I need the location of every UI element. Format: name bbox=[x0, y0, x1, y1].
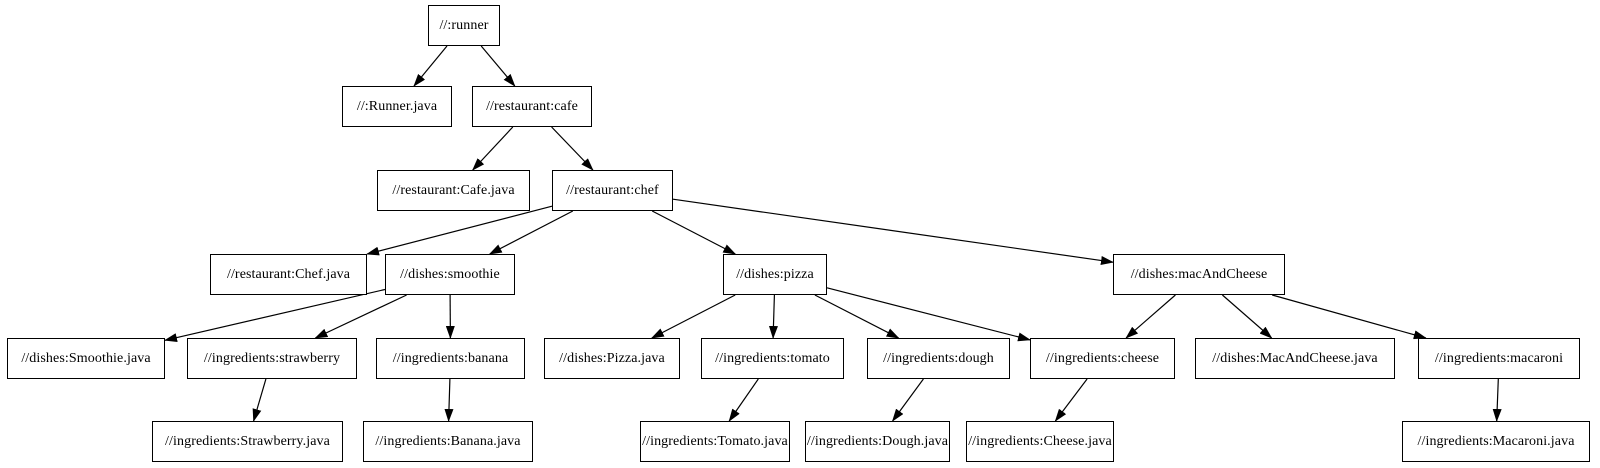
edge-tomato-to-tomato_java bbox=[728, 378, 759, 422]
edge-runner-to-cafe bbox=[480, 45, 516, 87]
graph-node-tomato: //ingredients:tomato bbox=[701, 338, 844, 379]
edge-pizza-to-pizza_java bbox=[650, 294, 736, 339]
edge-cafe-to-chef bbox=[551, 126, 594, 171]
edge-chef-to-mac_and_cheese bbox=[672, 198, 1114, 265]
graph-node-pizza: //dishes:pizza bbox=[723, 254, 827, 295]
edge-runner-to-runner_java bbox=[413, 45, 448, 87]
graph-node-cafe_java: //restaurant:Cafe.java bbox=[377, 170, 530, 211]
edge-mac_and_cheese-to-macaroni bbox=[1272, 294, 1427, 340]
graph-node-banana_java: //ingredients:Banana.java bbox=[363, 421, 533, 462]
edge-dough-to-dough_java bbox=[892, 378, 924, 422]
edge-pizza-to-cheese bbox=[826, 287, 1031, 342]
graph-node-runner: //:runner bbox=[428, 5, 500, 46]
edge-chef-to-chef_java bbox=[366, 205, 553, 256]
edge-cafe-to-cafe_java bbox=[472, 126, 514, 171]
edge-strawberry-to-strawberry_java bbox=[252, 378, 267, 422]
edge-cheese-to-cheese_java bbox=[1054, 378, 1088, 422]
graph-node-runner_java: //:Runner.java bbox=[342, 86, 452, 127]
graph-node-dough_java: //ingredients:Dough.java bbox=[805, 421, 950, 462]
graph-node-tomato_java: //ingredients:Tomato.java bbox=[640, 421, 790, 462]
edge-mac_and_cheese-to-mac_and_cheese_java bbox=[1222, 294, 1273, 339]
edge-chef-to-smoothie bbox=[488, 210, 574, 255]
edge-pizza-to-dough bbox=[814, 294, 900, 339]
graph-node-strawberry_java: //ingredients:Strawberry.java bbox=[152, 421, 343, 462]
graph-node-strawberry: //ingredients:strawberry bbox=[187, 338, 357, 379]
edge-pizza-to-tomato bbox=[768, 294, 778, 339]
graph-node-smoothie: //dishes:smoothie bbox=[385, 254, 515, 295]
edge-smoothie-to-strawberry bbox=[314, 294, 407, 339]
graph-node-smoothie_java: //dishes:Smoothie.java bbox=[7, 338, 165, 379]
graph-node-cafe: //restaurant:cafe bbox=[472, 86, 592, 127]
graph-node-banana: //ingredients:banana bbox=[376, 338, 525, 379]
edge-banana-to-banana_java bbox=[444, 378, 454, 422]
edge-smoothie-to-smoothie_java bbox=[164, 288, 386, 342]
graph-node-macaroni: //ingredients:macaroni bbox=[1418, 338, 1580, 379]
graph-node-mac_and_cheese: //dishes:macAndCheese bbox=[1113, 254, 1285, 295]
edge-mac_and_cheese-to-cheese bbox=[1125, 294, 1176, 339]
graph-node-mac_and_cheese_java: //dishes:MacAndCheese.java bbox=[1195, 338, 1395, 379]
graph-node-dough: //ingredients:dough bbox=[867, 338, 1010, 379]
graph-node-cheese_java: //ingredients:Cheese.java bbox=[966, 421, 1114, 462]
edge-macaroni-to-macaroni_java bbox=[1492, 378, 1502, 422]
graph-node-macaroni_java: //ingredients:Macaroni.java bbox=[1402, 421, 1590, 462]
graph-node-chef_java: //restaurant:Chef.java bbox=[210, 254, 367, 295]
edge-chef-to-pizza bbox=[651, 210, 737, 255]
graph-node-cheese: //ingredients:cheese bbox=[1030, 338, 1175, 379]
graph-node-chef: //restaurant:chef bbox=[552, 170, 673, 211]
graph-node-pizza_java: //dishes:Pizza.java bbox=[544, 338, 680, 379]
edge-group bbox=[164, 45, 1502, 422]
